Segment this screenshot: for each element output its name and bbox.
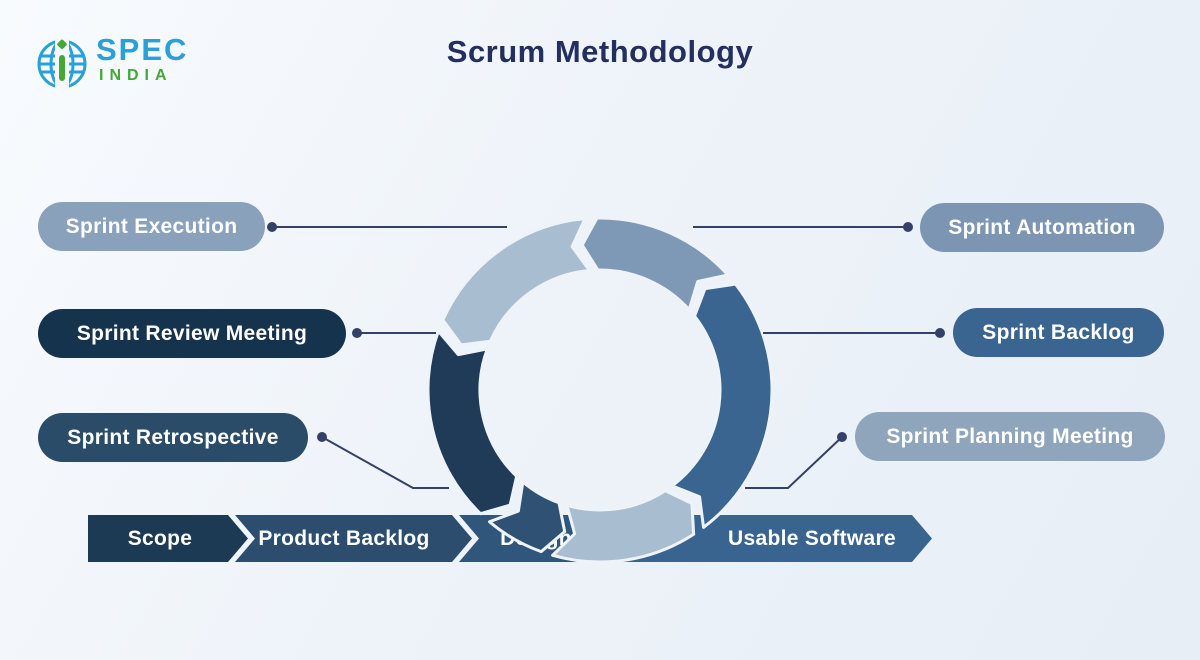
globe-icon [37,38,87,90]
sprint-planning-meeting-connector [745,436,843,489]
process-bar-step-0 [88,515,248,562]
page-title: Scrum Methodology [446,34,754,69]
label-sprint-planning-meeting: Sprint Planning Meeting [855,412,1165,461]
ring-segment-sprint-planning-meeting [551,489,696,564]
process-bar-step-1 [235,515,472,562]
process-bar-label-1: Product Backlog [258,527,429,550]
ring-segment-sprint-review-meeting [426,329,519,516]
sprint-retrospective-connector-dot [317,432,327,442]
label-sprint-automation: Sprint Automation [920,203,1164,252]
ring-segment-sprint-automation [580,216,730,312]
sprint-planning-meeting-connector-dot [837,432,847,442]
logo-text-spec: SPEC [96,32,189,67]
sprint-review-meeting-connector-dot [352,328,362,338]
ring-segment-sprint-backlog [670,282,774,529]
sprint-retrospective-connector [321,436,449,489]
spec-india-logo: SPEC INDIA [34,34,188,90]
sprint-automation-connector-dot [903,222,913,232]
label-sprint-execution: Sprint Execution [38,202,265,251]
label-sprint-backlog: Sprint Backlog [953,308,1164,357]
label-sprint-review-meeting: Sprint Review Meeting [38,309,346,358]
sprint-execution-connector-dot [267,222,277,232]
sprint-backlog-connector-dot [935,328,945,338]
logo-i-glyph [57,39,67,81]
logo-text-india: INDIA [99,67,173,84]
process-bar-label-0: Scope [128,527,193,550]
ring-segment-sprint-retrospective [487,480,567,554]
process-bar-step-3 [620,515,932,562]
ring-segment-sprint-execution [441,217,592,347]
label-sprint-retrospective: Sprint Retrospective [38,413,308,462]
process-bar-label-3: Usable Software [728,527,896,550]
